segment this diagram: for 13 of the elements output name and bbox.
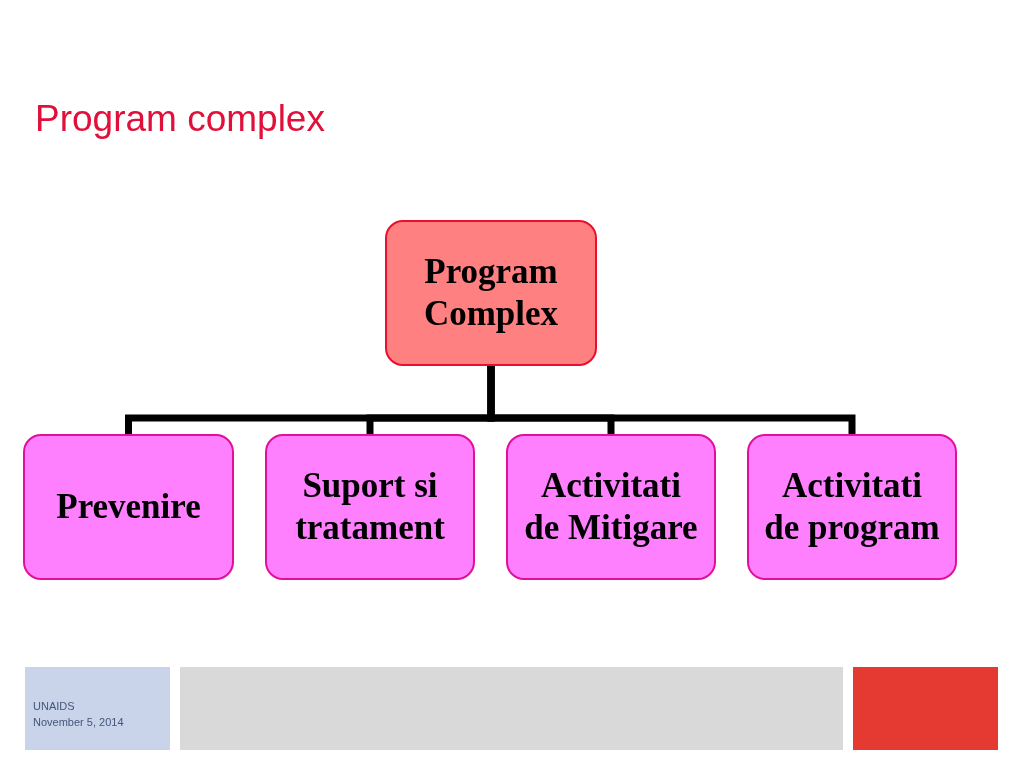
box-label: Suport si tratament	[294, 465, 446, 549]
category-box	[265, 434, 475, 580]
box-label: Activitati de program	[763, 465, 941, 549]
box-label: Prevenire	[55, 486, 202, 528]
footer-text: November 5, 2014	[33, 716, 124, 728]
box-label: Program Complex	[422, 251, 560, 335]
category-box	[747, 434, 957, 580]
slide-title: Program complex	[35, 98, 325, 140]
footer-text: UNAIDS	[33, 700, 75, 712]
root-box	[385, 220, 597, 366]
category-box	[506, 434, 716, 580]
category-box	[23, 434, 234, 580]
box-label: Activitati de Mitigare	[523, 465, 699, 549]
